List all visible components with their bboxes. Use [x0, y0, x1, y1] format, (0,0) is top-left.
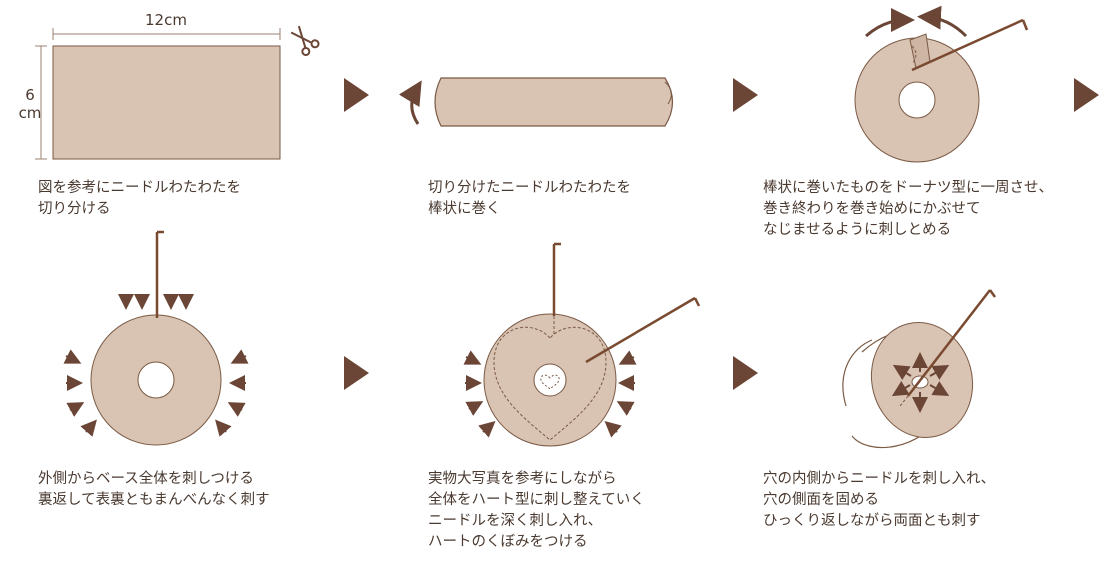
step1-illustration: 12cm 6 cm [19, 11, 320, 160]
step5-caption: 実物大写真を参考にしながら 全体をハート型に刺し整えていく ニードルを深く刺し入… [428, 469, 645, 553]
felt-roll [434, 77, 674, 127]
height-dimension [35, 45, 47, 160]
small-heart [540, 374, 560, 390]
caption-line: 巻き終わりを巻き始めにかぶせて [763, 201, 981, 217]
step6-caption: 穴の内側からニードルを刺し入れ、 穴の側面を固める ひっくり返しながら両面とも刺… [763, 469, 995, 532]
step2-illustration [398, 77, 674, 127]
outward-arrows [891, 352, 950, 413]
next-step-arrow [1074, 78, 1099, 112]
felting-needle [585, 296, 701, 364]
step6-illustration [842, 289, 997, 449]
caption-line: 図を参考にニードルわたわたを [38, 180, 241, 196]
caption-line: 全体をハート型に刺し整えていく [428, 492, 645, 508]
felt-sheet [52, 45, 281, 160]
width-dimension [52, 28, 281, 40]
step3-caption: 棒状に巻いたものをドーナツ型に一周させ、 巻き終わりを巻き始めにかぶせて なじま… [763, 178, 1053, 241]
caption-line: ニードルを深く刺し入れ、 [428, 513, 603, 529]
inward-arrows [463, 350, 637, 438]
step4-illustration [63, 230, 249, 446]
step1-caption: 図を参考にニードルわたわたを 切り分ける [38, 178, 241, 220]
caption-line: ひっくり返しながら両面とも刺す [763, 513, 981, 529]
caption-line: 切り分けたニードルわたわたを [428, 180, 631, 196]
roll-direction-arrow [398, 80, 422, 125]
caption-line: 穴の側面を固める [763, 492, 879, 508]
scissors-icon [290, 25, 320, 57]
step4-caption: 外側からベース全体を刺しつける 裏返して表裏ともまんべんなく刺す [38, 469, 270, 511]
caption-line: 裏返して表裏ともまんべんなく刺す [38, 492, 270, 508]
inward-arrows [63, 294, 249, 437]
next-step-arrow [344, 78, 369, 112]
donut-hole [533, 363, 567, 397]
step5-illustration [463, 242, 701, 447]
felting-needle [155, 230, 164, 318]
rotate-arrow-right [917, 5, 968, 38]
caption-line: ハートのくぼみをつける [428, 534, 588, 550]
caption-line: 棒状に巻いたものをドーナツ型に一周させ、 [763, 180, 1053, 196]
caption-line: 実物大写真を参考にしながら [428, 471, 617, 487]
height-unit: cm [19, 104, 42, 122]
donut-hole [898, 81, 936, 119]
donut-hole [137, 361, 175, 399]
caption-line: なじませるように刺しとめる [763, 222, 952, 238]
height-number: 6 [25, 86, 35, 104]
felting-needle [907, 289, 997, 397]
step2-caption: 切り分けたニードルわたわたを 棒状に巻く [428, 178, 631, 220]
felting-needle [911, 18, 1029, 72]
rotate-arrow-left [865, 8, 915, 38]
next-step-arrow [733, 356, 758, 390]
heart-guide [493, 326, 607, 441]
next-step-arrow [733, 78, 758, 112]
caption-line: 外側からベース全体を刺しつける [38, 471, 254, 487]
caption-line: 切り分ける [38, 201, 111, 217]
caption-line: 穴の内側からニードルを刺し入れ、 [763, 471, 996, 487]
next-step-arrow [344, 356, 369, 390]
felting-needle [552, 242, 561, 316]
step3-illustration [854, 5, 1029, 163]
caption-line: 棒状に巻く [428, 201, 501, 217]
width-label: 12cm [145, 11, 187, 29]
